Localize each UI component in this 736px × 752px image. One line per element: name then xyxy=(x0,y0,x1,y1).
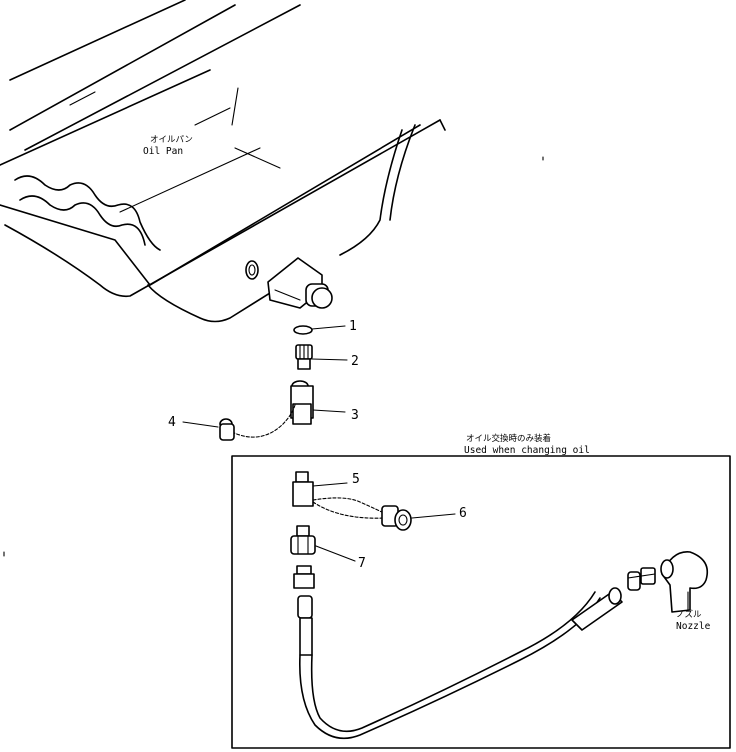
callout-5: 5 xyxy=(352,472,360,487)
part-4-cap-with-chain xyxy=(182,404,296,441)
callout-7: 7 xyxy=(358,556,366,571)
callout-4: 4 xyxy=(168,415,176,430)
inset-caption-jp: オイル交換時のみ装着 xyxy=(466,433,551,444)
callout-2: 2 xyxy=(351,354,359,369)
part-3-drain-valve xyxy=(290,380,346,425)
part-2-drain-plug xyxy=(295,344,348,370)
nozzle-label-jp: ノズル xyxy=(676,609,702,620)
part-7-hex-adapter xyxy=(290,525,356,562)
drain-hose xyxy=(298,591,601,740)
part-1-o-ring xyxy=(293,325,346,335)
part-6-cap-with-chain xyxy=(312,497,456,531)
nozzle-assembly xyxy=(571,551,709,631)
inset-box xyxy=(231,455,731,749)
oil-pan-label-en: Oil Pan xyxy=(143,146,183,157)
inset-caption-en: Used when changing oil xyxy=(464,445,590,456)
oil-pan-label-jp: オイルパン xyxy=(150,135,193,145)
part-5-valve-adapter xyxy=(292,471,348,507)
nozzle-label-en: Nozzle xyxy=(676,621,711,632)
hose-fitting xyxy=(293,565,315,619)
oil-pan xyxy=(0,0,446,323)
callout-6: 6 xyxy=(459,506,467,521)
callout-1: 1 xyxy=(349,319,357,334)
callout-3: 3 xyxy=(351,408,359,423)
